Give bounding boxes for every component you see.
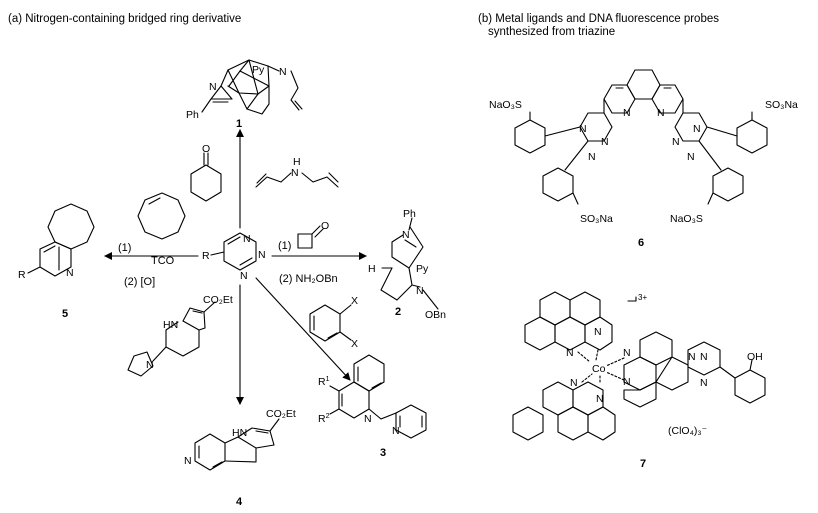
reagent-dihalobenzene: X X <box>309 295 358 350</box>
c7-metal: Co <box>592 363 606 375</box>
c5-r: R <box>18 269 26 281</box>
c2-h: H <box>368 263 376 275</box>
c6-n5: N <box>588 151 596 163</box>
c6-n2: N <box>657 107 665 119</box>
c3-n1: N <box>364 413 372 425</box>
reagent-cyclooctene: (1) TCO (2) [O] <box>118 192 186 288</box>
triazine-n3: N <box>240 270 248 282</box>
tco-step2: (2) [O] <box>124 276 155 288</box>
compound-5: R N 5 <box>18 203 95 320</box>
triazine-n2: N <box>258 249 266 261</box>
c7-oh: OH <box>747 351 763 363</box>
cyclobutanone-step2: (2) NH₂OBn <box>279 273 338 285</box>
compound-1: N Py N Ph 1 <box>186 59 303 130</box>
compound-6: NaO₃S SO₃Na SO₃Na NaO₃S N N N N N N N N … <box>489 69 798 249</box>
c3-r1-base: R <box>318 376 326 388</box>
c7-n9: N <box>700 377 708 389</box>
c2-py: Py <box>416 263 429 275</box>
c7-n4: N <box>596 393 604 405</box>
c7-number: 7 <box>640 458 646 470</box>
c2-number: 2 <box>395 306 401 318</box>
c3-r2-base: R <box>318 413 326 425</box>
reagent-cyclobutanone: O (1) (2) NH₂OBn <box>278 220 338 285</box>
c3-r1: R1 <box>318 376 330 388</box>
compound-3: R1 R2 N N 3 <box>318 354 427 459</box>
c1-number: 1 <box>236 118 242 130</box>
c3-r2-sup: 2 <box>326 413 330 420</box>
c7-n7: N <box>688 351 696 363</box>
panel-a-title: (a) Nitrogen-containing bridged ring der… <box>8 13 241 25</box>
c5-number: 5 <box>62 308 68 320</box>
panel-b-title-line2: synthesized from triazine <box>488 26 615 38</box>
c6-n6: N <box>693 123 701 135</box>
indole-n: N <box>146 359 154 371</box>
c3-r1-sup: 1 <box>326 376 330 383</box>
c7-n3: N <box>570 377 578 389</box>
c2-ph: Ph <box>403 208 416 220</box>
reagent-indole: CO₂Et HN N <box>127 294 233 377</box>
c4-number: 4 <box>236 496 243 508</box>
amine-h: H <box>293 156 301 168</box>
c2-n-imine: N <box>402 229 410 241</box>
c1-n-amine: N <box>279 66 287 78</box>
c6-sub-1: NaO₃S <box>489 99 522 111</box>
compound-2: Ph N H Py N OBn 2 <box>368 208 446 321</box>
tco-step1: (1) <box>118 242 131 254</box>
central-triazine: R N N N <box>202 232 266 282</box>
c7-n6: N <box>623 376 631 388</box>
c4-hn: HN <box>232 427 247 439</box>
reagent-cyclohexanone: O <box>190 143 222 202</box>
c7-charge: 3+ <box>638 293 647 302</box>
c3-number: 3 <box>380 447 386 459</box>
c6-sub-2: SO₃Na <box>765 99 798 111</box>
c4-n: N <box>184 455 192 467</box>
cyclobutanone-step1: (1) <box>278 240 291 252</box>
c1-n-bridge: N <box>209 81 217 93</box>
triazine-r: R <box>202 250 210 262</box>
c7-counterion: (ClO₄)₃⁻ <box>668 425 708 437</box>
reagent-x2: X <box>351 338 358 350</box>
c3-r2: R2 <box>318 413 330 425</box>
compound-7: Co 3+ OH (ClO₄)₃⁻ N N N N N N N N N 7 <box>512 291 766 470</box>
c6-n4: N <box>601 136 609 148</box>
compound-4: CO₂Et HN N 4 <box>184 408 296 508</box>
c6-n3: N <box>579 123 587 135</box>
indole-hn: HN <box>163 319 178 331</box>
c6-n7: N <box>672 136 680 148</box>
c6-number: 6 <box>638 237 644 249</box>
c6-n8: N <box>687 151 695 163</box>
triazine-n1: N <box>243 233 251 245</box>
c5-n: N <box>66 267 74 279</box>
c7-n8: N <box>700 351 708 363</box>
c1-py: Py <box>252 64 265 76</box>
cyclobutanone-o: O <box>321 220 329 232</box>
c2-obn: OBn <box>425 309 446 321</box>
tco-step1-name: TCO <box>151 255 175 267</box>
amine-n: N <box>291 167 299 179</box>
ketone-o: O <box>202 143 210 155</box>
c7-n1: N <box>594 326 602 338</box>
indole-co2et: CO₂Et <box>203 294 233 306</box>
c6-n1: N <box>623 107 631 119</box>
c1-ph: Ph <box>186 109 199 121</box>
reagent-x1: X <box>351 295 358 307</box>
c6-sub-3: SO₃Na <box>580 213 613 225</box>
reaction-arrows <box>104 129 367 405</box>
c3-n2: N <box>392 425 400 437</box>
c6-sub-4: NaO₃S <box>670 213 703 225</box>
c2-n-oxime: N <box>416 285 424 297</box>
panel-b-title-line1: (b) Metal ligands and DNA fluorescence p… <box>478 13 719 25</box>
c7-n2: N <box>566 347 574 359</box>
c7-n5: N <box>623 347 631 359</box>
reagent-diallylamine: N H <box>255 156 339 188</box>
c4-co2et: CO₂Et <box>266 408 296 420</box>
arrow-to-3 <box>255 277 351 381</box>
